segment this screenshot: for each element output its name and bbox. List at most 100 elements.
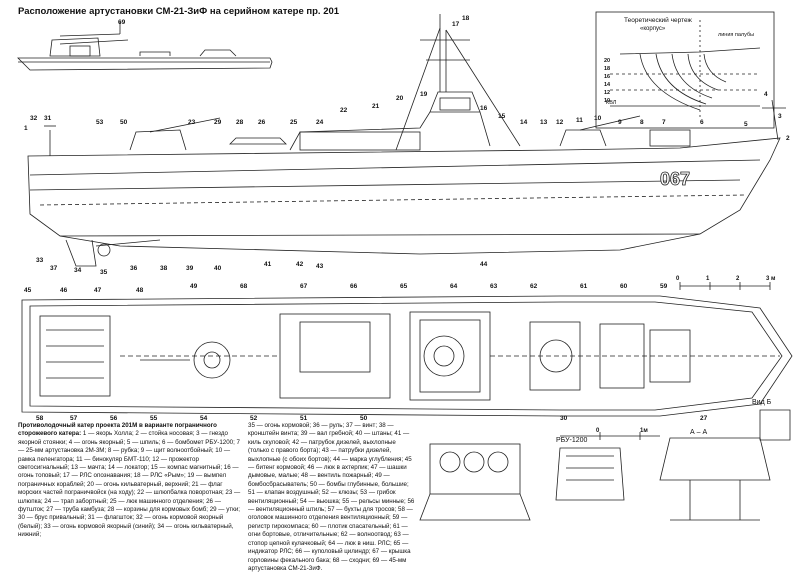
callout-59: 59 [660, 283, 668, 290]
callout-56: 56 [110, 415, 118, 422]
legend-column-2: 35 — огонь кормовой; 36 — руль; 37 — вин… [248, 422, 415, 572]
plan-hull [21, 295, 793, 417]
callout-43: 43 [316, 263, 324, 270]
plan-scale-labels: 0 1 2 3 м [676, 276, 776, 282]
plan-scale-3 м: 3 м [766, 276, 776, 282]
callout-24: 24 [316, 119, 324, 126]
callout-68: 68 [240, 283, 248, 290]
callout-51: 51 [300, 415, 308, 422]
callout-14: 14 [520, 119, 528, 126]
scale-1м: 1м [640, 428, 648, 434]
detail-views [419, 409, 791, 521]
callout-49: 49 [190, 283, 198, 290]
callout-69: 69 [118, 19, 126, 26]
callout-58: 58 [36, 415, 44, 422]
callout-50: 50 [120, 119, 128, 126]
station-10: 10 [604, 98, 610, 104]
callout-16: 16 [480, 105, 488, 112]
callout-12: 12 [556, 119, 564, 126]
callout-28: 28 [236, 119, 244, 126]
callout-19: 19 [420, 91, 428, 98]
callout-20: 20 [396, 95, 404, 102]
callout-41: 41 [264, 261, 272, 268]
body-plan-subtitle: «корпус» [640, 26, 666, 32]
callout-31: 31 [44, 115, 52, 122]
callout-8: 8 [640, 119, 644, 126]
callout-25: 25 [290, 119, 298, 126]
plan-scale-1: 1 [706, 276, 710, 282]
inset-gun-mount [17, 22, 273, 71]
station-14: 14 [604, 82, 611, 88]
body-plan-deck-line: линия палубы [718, 32, 754, 38]
callout-61: 61 [580, 283, 588, 290]
hull-number: 067 [660, 169, 690, 189]
station-20: 20 [604, 58, 610, 64]
legend-heading: Противолодочный катер проекта 201М в вар… [18, 422, 217, 438]
plan-scale-0: 0 [676, 276, 680, 282]
callout-21: 21 [372, 103, 380, 110]
callout-13: 13 [540, 119, 548, 126]
section-aa-label: А – А [690, 429, 707, 436]
callout-34: 34 [74, 267, 82, 274]
station-16: 16 [604, 74, 610, 80]
callout-18: 18 [462, 15, 470, 22]
plan-scale-2: 2 [736, 276, 740, 282]
callout-55: 55 [150, 415, 158, 422]
callout-38: 38 [160, 265, 168, 272]
callout-33: 33 [36, 257, 44, 264]
callout-17: 17 [452, 21, 460, 28]
body-plan-kvl: КВЛ [606, 100, 617, 106]
callout-39: 39 [186, 265, 194, 272]
rbu-label: РБУ-1200 [556, 437, 588, 444]
callout-5: 5 [744, 121, 748, 128]
line-art [17, 11, 793, 521]
station-18: 18 [604, 66, 610, 72]
callout-66: 66 [350, 283, 358, 290]
callout-50: 50 [360, 415, 368, 422]
callout-9: 9 [618, 119, 622, 126]
callout-35: 35 [100, 269, 108, 276]
callout-48: 48 [136, 287, 144, 294]
callout-30: 30 [560, 415, 568, 422]
callout-37: 37 [50, 265, 58, 272]
callout-29: 29 [214, 119, 222, 126]
body-plan-title: Теоретический чертеж [624, 16, 693, 24]
profile-hull [27, 14, 786, 267]
callout-67: 67 [300, 283, 308, 290]
callout-54: 54 [200, 415, 208, 422]
drawing-title: Расположение артустановки СМ-21-ЗиФ на с… [18, 6, 340, 17]
callout-57: 57 [70, 415, 78, 422]
view-b-label: Вид Б [752, 399, 772, 406]
legend: Противолодочный катер проекта 201М в вар… [18, 422, 243, 540]
callout-60: 60 [620, 283, 628, 290]
callout-42: 42 [296, 261, 304, 268]
legend-continued: 35 — огонь кормовой; 36 — руль; 37 — вин… [248, 422, 416, 573]
callout-36: 36 [130, 265, 138, 272]
callout-62: 62 [530, 283, 538, 290]
callout-23: 23 [188, 119, 196, 126]
callout-53: 53 [96, 119, 104, 126]
callout-11: 11 [576, 117, 583, 124]
callout-7: 7 [662, 119, 666, 126]
callout-65: 65 [400, 283, 408, 290]
station-12: 12 [604, 90, 610, 96]
callout-2: 2 [786, 135, 790, 142]
callout-4: 4 [764, 91, 768, 98]
callout-15: 15 [498, 113, 506, 120]
technical-drawing: 067 Теоретический чертеж «корпус» линия … [17, 11, 793, 521]
scale-0: 0 [596, 428, 600, 434]
callout-46: 46 [60, 287, 68, 294]
callout-27: 27 [700, 415, 708, 422]
callout-26: 26 [258, 119, 266, 126]
callout-63: 63 [490, 283, 498, 290]
callout-45: 45 [24, 287, 32, 294]
legend-column-1: 1 — якорь Холла; 2 — стойка носовая; 3 —… [18, 430, 241, 539]
body-plan-stations: 20 18 16 14 12 10 [604, 58, 611, 104]
callout-3: 3 [778, 113, 782, 120]
callout-52: 52 [250, 415, 258, 422]
callout-22: 22 [340, 107, 348, 114]
callout-64: 64 [450, 283, 458, 290]
detail-scale-labels: 0 1м [596, 428, 648, 434]
